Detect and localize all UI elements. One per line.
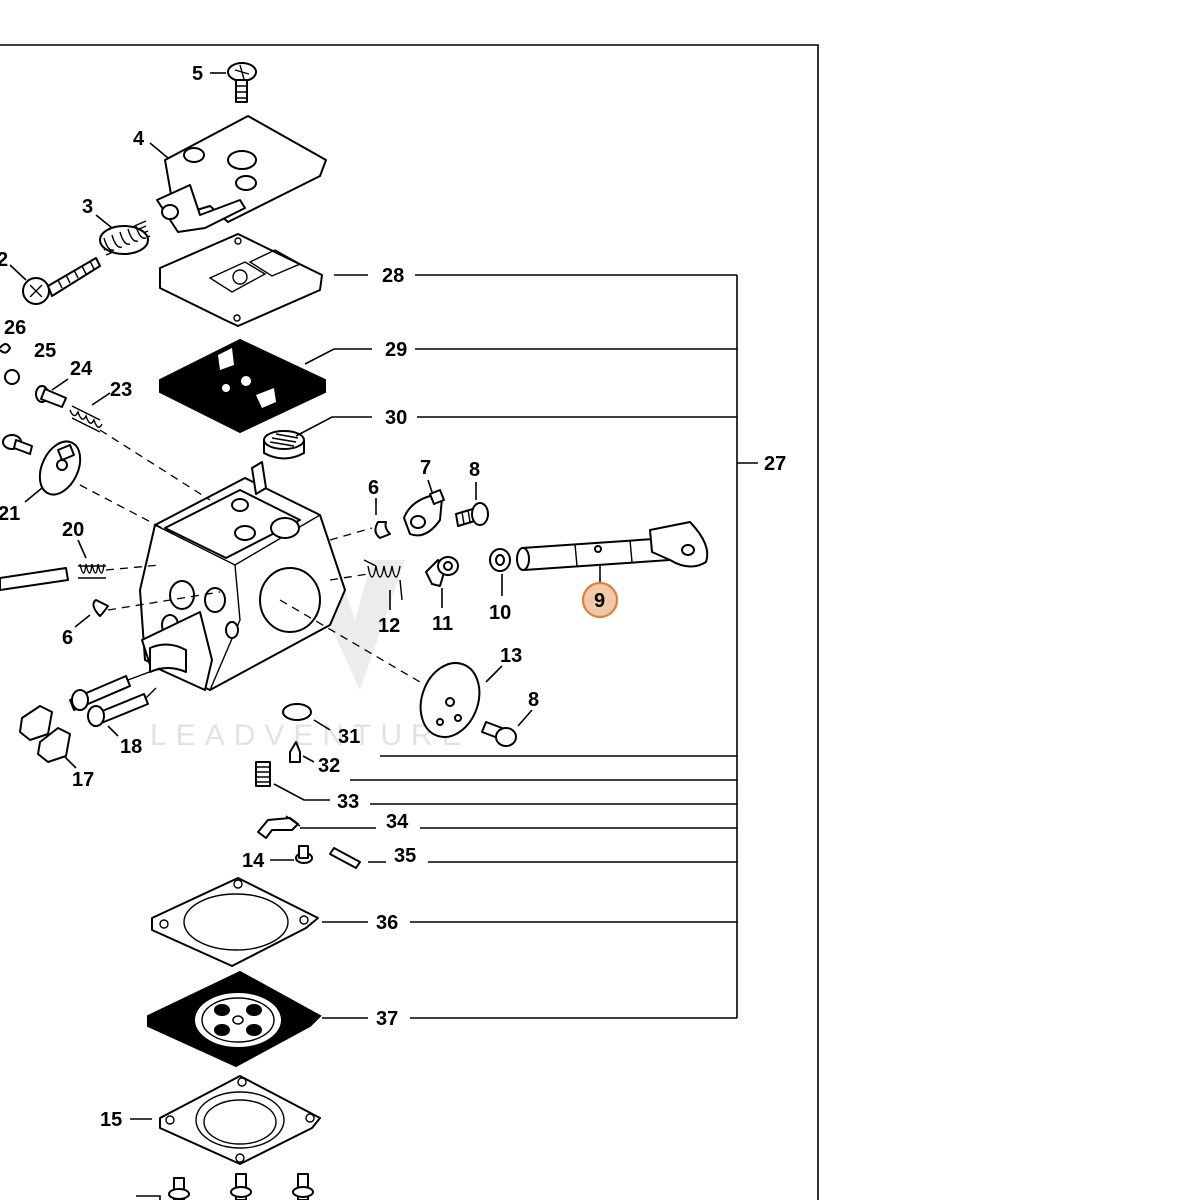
callout-6-right[interactable]: 6: [368, 477, 379, 499]
callout-34[interactable]: 34: [386, 811, 409, 833]
part-26-fragment: [0, 343, 11, 354]
part-25-o-ring: [4, 369, 20, 385]
part-34-inlet-lever: [257, 815, 301, 839]
part-7-lever: [403, 489, 445, 537]
callout-13[interactable]: 13: [500, 645, 522, 667]
callout-4[interactable]: 4: [133, 128, 145, 150]
part-30-screen-filter: [263, 430, 305, 460]
callout-35[interactable]: 35: [394, 845, 416, 867]
part-20-needle: [0, 567, 69, 591]
part-14-screw: [295, 845, 313, 864]
part-8-screw: [455, 502, 489, 527]
part-23-spring: [69, 405, 103, 433]
callout-8-bottom[interactable]: 8: [528, 689, 539, 711]
callout-21[interactable]: 21: [0, 503, 20, 525]
part-13-throttle-plate: [419, 662, 481, 738]
part-37-diaphragm: [147, 970, 322, 1068]
part-bottom-screws: [168, 1173, 314, 1200]
part-11-shaft-lever: [425, 556, 459, 587]
part-15-cover: [159, 1075, 321, 1165]
callout-31[interactable]: 31: [338, 726, 360, 748]
diagram-frame: [0, 44, 819, 1200]
watermark-text: LEADVENTURE: [150, 719, 471, 752]
callout-37[interactable]: 37: [376, 1008, 398, 1030]
part-33-spring: [255, 761, 271, 787]
callout-leaders: [9, 72, 601, 1200]
callout-32[interactable]: 32: [318, 755, 340, 777]
callout-7[interactable]: 7: [420, 457, 431, 479]
callout-9[interactable]: 9: [594, 590, 605, 612]
callout-3[interactable]: 3: [82, 196, 93, 218]
part-28-gasket: [159, 233, 323, 327]
part-12-spring: [363, 559, 403, 601]
part-4-cover: [156, 115, 327, 233]
callout-25[interactable]: 25: [34, 340, 56, 362]
part-10-washer: [489, 548, 511, 572]
part-29-diaphragm-gasket: [159, 338, 326, 434]
part-35-pin: [329, 847, 361, 869]
part-3-spring: [99, 220, 151, 256]
callout-23[interactable]: 23: [110, 379, 132, 401]
part-18-adjusting-screws: [69, 667, 161, 727]
part-5-screw: [227, 62, 257, 103]
callout-8-top[interactable]: 8: [469, 459, 480, 481]
part-17-limiter-caps: [19, 705, 71, 763]
part-32-inlet-needle: [289, 741, 301, 763]
callout-26[interactable]: 26: [4, 317, 26, 339]
part-20-spring: [78, 563, 106, 579]
highlight-circle-9: [581, 581, 619, 619]
callout-17[interactable]: 17: [72, 769, 94, 791]
part-22-screw: [2, 434, 33, 455]
callout-5[interactable]: 5: [192, 63, 203, 85]
callout-14[interactable]: 14: [242, 850, 265, 872]
callout-11[interactable]: 11: [432, 613, 453, 635]
part-36-gasket: [151, 877, 319, 967]
part-8-screw-bottom: [481, 721, 517, 747]
part-2-screw: [22, 257, 101, 305]
callout-6-left[interactable]: 6: [62, 627, 73, 649]
part-6-e-clip: [92, 599, 109, 617]
dashed-assembly-lines: [79, 429, 421, 683]
part-24-pin: [35, 385, 67, 408]
callout-labels: 5 4 3 2 26 25 24 23 21 20 6 28 29 30 27 …: [0, 63, 786, 1131]
callout-28[interactable]: 28: [382, 265, 404, 287]
assembly-bracket-27: [350, 274, 758, 1019]
callout-12[interactable]: 12: [378, 615, 400, 637]
callout-30[interactable]: 30: [385, 407, 407, 429]
part-6-e-clip-right: [374, 521, 391, 539]
callout-10[interactable]: 10: [489, 602, 511, 624]
callout-20[interactable]: 20: [62, 519, 84, 541]
callout-15[interactable]: 15: [100, 1109, 122, 1131]
callout-2[interactable]: 2: [0, 249, 8, 271]
part-carburetor-body: [139, 461, 346, 691]
callout-36[interactable]: 36: [376, 912, 398, 934]
part-31-o-ring: [282, 703, 312, 721]
part-21-pump-cover: [38, 440, 82, 496]
callout-33[interactable]: 33: [337, 791, 359, 813]
callout-27[interactable]: 27: [764, 453, 786, 475]
part-9-throttle-shaft: [516, 521, 709, 571]
callout-29[interactable]: 29: [385, 339, 407, 361]
callout-24[interactable]: 24: [70, 358, 93, 380]
callout-18[interactable]: 18: [120, 736, 142, 758]
